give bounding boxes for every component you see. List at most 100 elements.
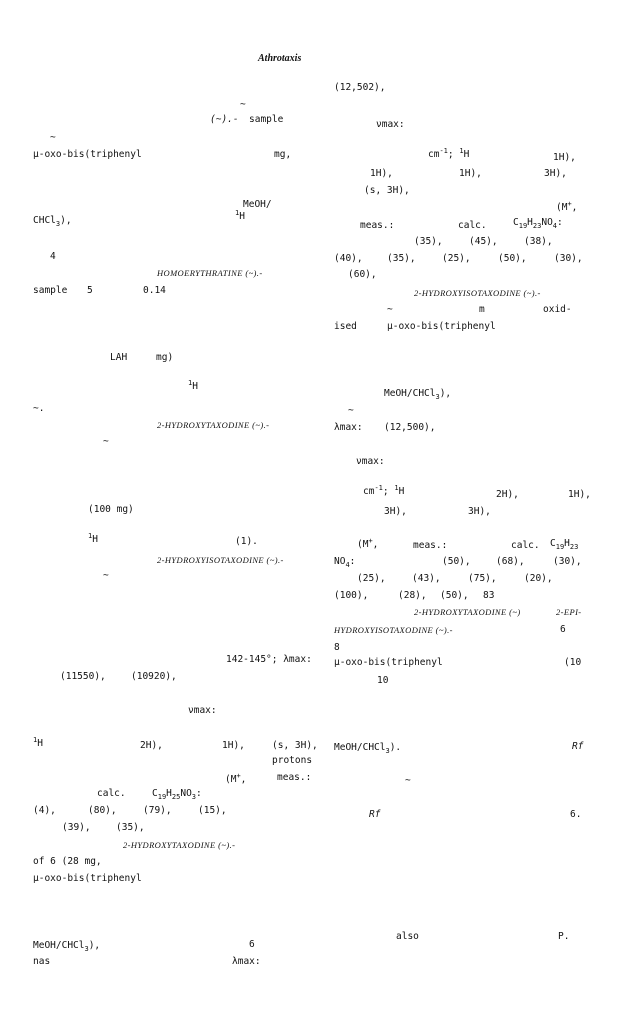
- nmr-value: (s, 3H),: [272, 740, 318, 751]
- text-fragment: mg,: [274, 149, 292, 160]
- text-fragment: (10: [564, 657, 582, 668]
- nmr-label: cm-1; 1H: [363, 484, 405, 498]
- ir-label: νmax:: [188, 705, 217, 716]
- text-fragment: also: [396, 931, 419, 942]
- genus-name: Athrotaxis: [258, 53, 302, 64]
- compound-heading: HYDROXYISOTAXODINE (~).-: [334, 625, 453, 635]
- nmr-value: 1H),: [459, 168, 482, 179]
- nmr-value: 3H),: [544, 168, 567, 179]
- compound-heading: 2-HYDROXYTAXODINE (~): [414, 607, 521, 617]
- ms-fragment: (15),: [198, 805, 227, 816]
- nmr-label: 1H: [33, 736, 43, 750]
- ms-fragment: (50),: [498, 253, 527, 264]
- nmr-value: (s, 3H),: [364, 185, 410, 196]
- reagent-name: µ-oxo-bis(triphenyl: [334, 657, 443, 668]
- text-fragment: meas.:: [360, 220, 395, 231]
- text-fragment: m: [479, 304, 485, 315]
- rf-label: Rf: [369, 809, 381, 820]
- nmr-label: cm-1; 1H: [428, 147, 470, 161]
- compound-heading: 2-HYDROXYTAXODINE (~).-: [157, 420, 270, 430]
- nmr-value: 1H),: [370, 168, 393, 179]
- text-fragment: λmax:: [232, 956, 261, 967]
- text-fragment: 10: [377, 675, 389, 686]
- compound-ref: 8: [334, 642, 340, 653]
- solvent-name: MeOH/CHCl3),: [33, 940, 101, 953]
- compound-heading: 2-HYDROXYISOTAXODINE (~).-: [414, 288, 541, 298]
- text-fragment: ised: [334, 321, 357, 332]
- compound-heading: 2-HYDROXYTAXODINE (~).-: [123, 840, 236, 850]
- nmr-label: 1H: [235, 209, 245, 223]
- mass-spec-label: (M+,: [556, 200, 578, 214]
- compound-ref: ~: [348, 405, 354, 416]
- compound-ref: 5: [87, 285, 93, 296]
- compound-ref: (~).-: [210, 114, 239, 125]
- ms-fragment: (75),: [468, 573, 497, 584]
- ms-fragment: (68),: [496, 556, 525, 567]
- text-fragment: calc.: [97, 788, 126, 799]
- text-fragment: 142-145°; λmax:: [226, 654, 312, 665]
- solvent-name: MeOH/CHCl3),: [384, 388, 452, 401]
- compound-ref: ~: [240, 99, 246, 110]
- ms-fragment: (30),: [554, 253, 583, 264]
- ms-fragment: (28),: [398, 590, 427, 601]
- text-fragment: meas.:: [413, 540, 448, 551]
- nmr-value: 1H),: [553, 152, 576, 163]
- ms-fragment: (45),: [469, 236, 498, 247]
- ms-fragment: (50),: [442, 556, 471, 567]
- molecular-formula: C19H25NO3:: [152, 788, 202, 801]
- text-fragment: (100 mg): [88, 504, 134, 515]
- text-fragment: nas: [33, 956, 51, 967]
- molecular-formula: C19H23NO4:: [513, 217, 563, 230]
- solvent-name: MeOH/CHCl3).: [334, 742, 402, 755]
- solvent-name: CHCl3),: [33, 215, 72, 228]
- reagent-name: µ-oxo-bis(triphenyl: [33, 873, 142, 884]
- spectral-value: (12,502),: [334, 82, 386, 93]
- ms-fragment: (80),: [88, 805, 117, 816]
- compound-heading: HOMOERYTHRATINE (~).-: [157, 268, 263, 278]
- compound-ref: 4: [50, 251, 56, 262]
- compound-ref: 6.: [570, 809, 582, 820]
- compound-ref: ~: [387, 304, 393, 315]
- text-fragment: calc.: [458, 220, 487, 231]
- text-fragment: sample: [249, 114, 284, 125]
- rf-label: Rf: [572, 741, 584, 752]
- text-fragment: oxid-: [543, 304, 572, 315]
- text-fragment: of 6 (28 mg,: [33, 856, 102, 867]
- reagent-name: µ-oxo-bis(triphenyl: [33, 149, 142, 160]
- ms-fragment: (4),: [33, 805, 56, 816]
- ms-fragment: (39),: [62, 822, 91, 833]
- solvent-name: MeOH/: [243, 199, 272, 210]
- reagent-name: µ-oxo-bis(triphenyl: [387, 321, 496, 332]
- ms-fragment: (25),: [442, 253, 471, 264]
- ms-fragment: (100),: [334, 590, 369, 601]
- text-fragment: 0.14: [143, 285, 166, 296]
- compound-heading: 2-HYDROXYISOTAXODINE (~).-: [157, 555, 284, 565]
- nmr-value: 3H),: [384, 506, 407, 517]
- compound-ref: 6: [249, 939, 255, 950]
- mass-spec-label: (M+,: [225, 772, 247, 786]
- text-fragment: protons: [272, 755, 313, 766]
- text-fragment: sample: [33, 285, 68, 296]
- spectral-value: (10920),: [131, 671, 177, 682]
- compound-ref: ~: [103, 570, 109, 581]
- ms-fragment: (38),: [524, 236, 553, 247]
- spectral-value: (11550),: [60, 671, 106, 682]
- ms-fragment: (79),: [143, 805, 172, 816]
- nmr-value: 1H),: [568, 489, 591, 500]
- nmr-label: 1H: [188, 379, 198, 393]
- text-fragment: λmax:: [334, 422, 363, 433]
- compound-ref: ~: [103, 436, 109, 447]
- ms-fragment: (60),: [348, 269, 377, 280]
- reagent-name: LAH: [110, 352, 128, 363]
- mass-spec-label: (M+,: [357, 537, 379, 551]
- text-fragment: meas.:: [277, 772, 312, 783]
- ms-fragment: (35),: [387, 253, 416, 264]
- compound-ref: 6: [560, 624, 566, 635]
- ir-label: νmax:: [356, 456, 385, 467]
- ms-fragment: (35),: [116, 822, 145, 833]
- nmr-label: 1H: [88, 532, 98, 546]
- text-fragment: calc.: [511, 540, 540, 551]
- ms-fragment: (20),: [524, 573, 553, 584]
- ms-fragment: (30),: [553, 556, 582, 567]
- nmr-value: 2H),: [496, 489, 519, 500]
